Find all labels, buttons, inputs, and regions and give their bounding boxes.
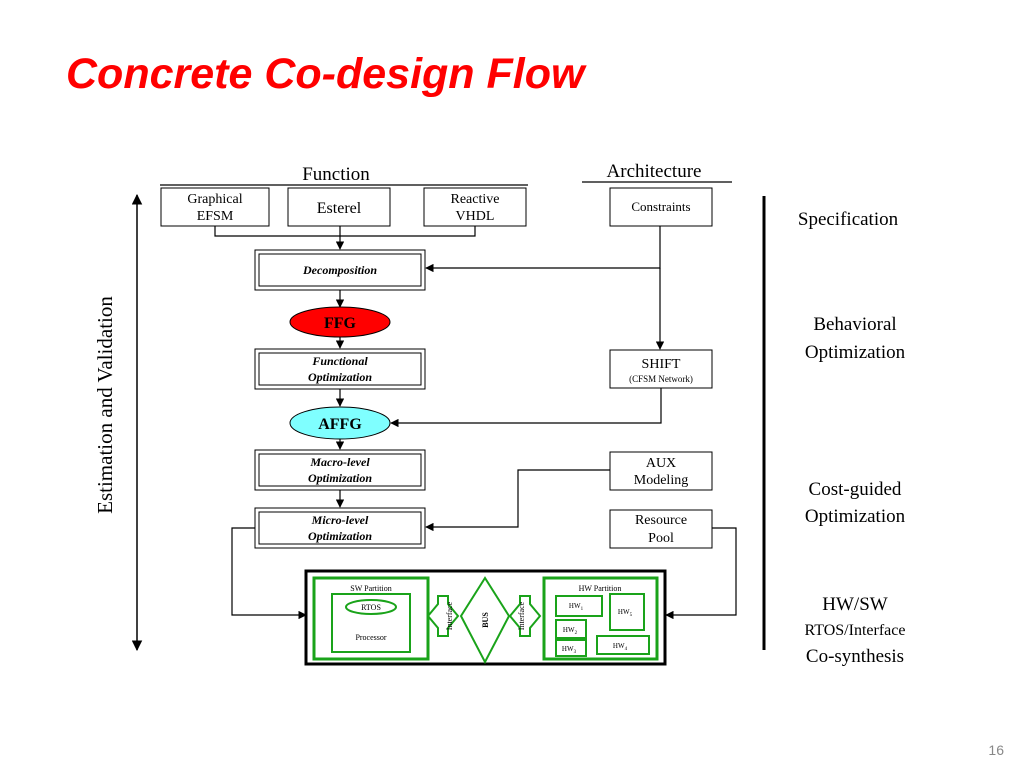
hwsw-partition: SW Partition RTOS Processor Interface BU… bbox=[304, 569, 667, 666]
interface-left-label: Interface bbox=[445, 601, 454, 630]
hw-block-3: HW3 bbox=[555, 639, 587, 657]
phase-cost-guided-line1: Cost-guided bbox=[809, 479, 902, 500]
resource-pool-line2: Pool bbox=[648, 531, 674, 546]
aux-to-micro-arrow bbox=[425, 469, 610, 532]
bus-label: BUS bbox=[481, 612, 490, 628]
ffg-label: FFG bbox=[324, 315, 357, 332]
phase-specification: Specification bbox=[798, 209, 899, 230]
reactive-vhdl-box: Reactive VHDL bbox=[423, 187, 527, 227]
phase-cosynthesis-line3: Co-synthesis bbox=[806, 646, 904, 667]
sw-partition-label: SW Partition bbox=[350, 584, 391, 593]
functional-optimization-box: Functional Optimization bbox=[254, 348, 426, 390]
shift-label: SHIFT bbox=[642, 357, 681, 372]
functional-optimization-line2: Optimization bbox=[308, 370, 372, 384]
hw-block-1: HW1 bbox=[555, 595, 603, 617]
affg-label: AFFG bbox=[318, 416, 362, 433]
esterel-box: Esterel bbox=[287, 187, 391, 227]
phase-cost-guided-line2: Optimization bbox=[805, 506, 906, 527]
graphical-efsm-box: Graphical EFSM bbox=[160, 187, 270, 227]
hw-block-4: HW4 bbox=[596, 635, 650, 655]
hw-partition-label: HW Partition bbox=[579, 584, 622, 593]
functional-optimization-line1: Functional bbox=[311, 354, 368, 368]
svg-text:HW3: HW3 bbox=[562, 645, 577, 655]
graphical-efsm-line1: Graphical bbox=[187, 192, 242, 207]
validation-label: Estimation and Validation bbox=[93, 296, 117, 514]
shift-box: SHIFT (CFSM Network) bbox=[609, 349, 713, 389]
interface-right-label: Interface bbox=[517, 601, 526, 630]
rtos-ellipse bbox=[345, 599, 397, 615]
slide-title: Concrete Co-design Flow bbox=[66, 50, 585, 98]
phase-behavioral-line1: Behavioral bbox=[813, 314, 896, 335]
decomposition-box: Decomposition bbox=[254, 249, 426, 291]
macro-optimization-line2: Optimization bbox=[308, 471, 372, 485]
macro-optimization-line1: Macro-level bbox=[309, 455, 370, 469]
constraints-to-decomposition-arrow bbox=[425, 226, 661, 273]
shift-sublabel: (CFSM Network) bbox=[629, 374, 693, 384]
macro-optimization-box: Macro-level Optimization bbox=[254, 449, 426, 491]
svg-text:HW2: HW2 bbox=[563, 626, 578, 636]
svg-text:HW1: HW1 bbox=[569, 602, 584, 612]
hw-block-2: HW2 bbox=[555, 619, 587, 639]
vhdl-connector bbox=[340, 226, 476, 237]
hw-block-5: HW5 bbox=[609, 593, 645, 631]
resource-pool-line1: Resource bbox=[635, 513, 687, 528]
ffg-node: FFG bbox=[289, 306, 391, 338]
svg-text:HW5: HW5 bbox=[618, 608, 633, 618]
efsm-connector bbox=[214, 226, 340, 237]
interface-left: Interface bbox=[426, 595, 460, 637]
reactive-vhdl-line2: VHDL bbox=[456, 209, 495, 224]
phase-cosynthesis-line1: HW/SW bbox=[822, 594, 888, 615]
phase-behavioral-line2: Optimization bbox=[805, 342, 906, 363]
decomposition-label: Decomposition bbox=[302, 263, 377, 277]
constraints-box: Constraints bbox=[609, 187, 713, 227]
reactive-vhdl-line1: Reactive bbox=[451, 192, 500, 207]
hw-partition: HW Partition HW1 HW5 HW2 HW4 bbox=[542, 576, 659, 661]
constraints-label: Constraints bbox=[631, 199, 690, 214]
interface-right: Interface bbox=[508, 595, 542, 637]
page-number: 16 bbox=[988, 742, 1004, 758]
aux-modeling-line2: Modeling bbox=[634, 473, 688, 488]
micro-optimization-line1: Micro-level bbox=[311, 513, 369, 527]
aux-modeling-box: AUX Modeling bbox=[609, 451, 713, 491]
esterel-label: Esterel bbox=[317, 200, 362, 217]
svg-text:HW4: HW4 bbox=[613, 642, 628, 652]
processor-label: Processor bbox=[355, 633, 386, 642]
micro-to-partition-arrow bbox=[231, 527, 307, 620]
resource-to-partition-arrow bbox=[665, 527, 737, 620]
function-header: Function bbox=[302, 164, 370, 185]
micro-optimization-line2: Optimization bbox=[308, 529, 372, 543]
architecture-header: Architecture bbox=[607, 161, 702, 182]
sw-partition: SW Partition RTOS Processor bbox=[312, 576, 430, 661]
aux-modeling-line1: AUX bbox=[646, 456, 676, 471]
graphical-efsm-line2: EFSM bbox=[197, 209, 234, 224]
micro-optimization-box: Micro-level Optimization bbox=[254, 507, 426, 549]
resource-pool-box: Resource Pool bbox=[609, 509, 713, 549]
phase-cosynthesis-line2: RTOS/Interface bbox=[805, 622, 906, 639]
affg-node: AFFG bbox=[289, 406, 391, 440]
shift-to-affg-arrow bbox=[390, 388, 662, 428]
rtos-label: RTOS bbox=[361, 603, 381, 612]
